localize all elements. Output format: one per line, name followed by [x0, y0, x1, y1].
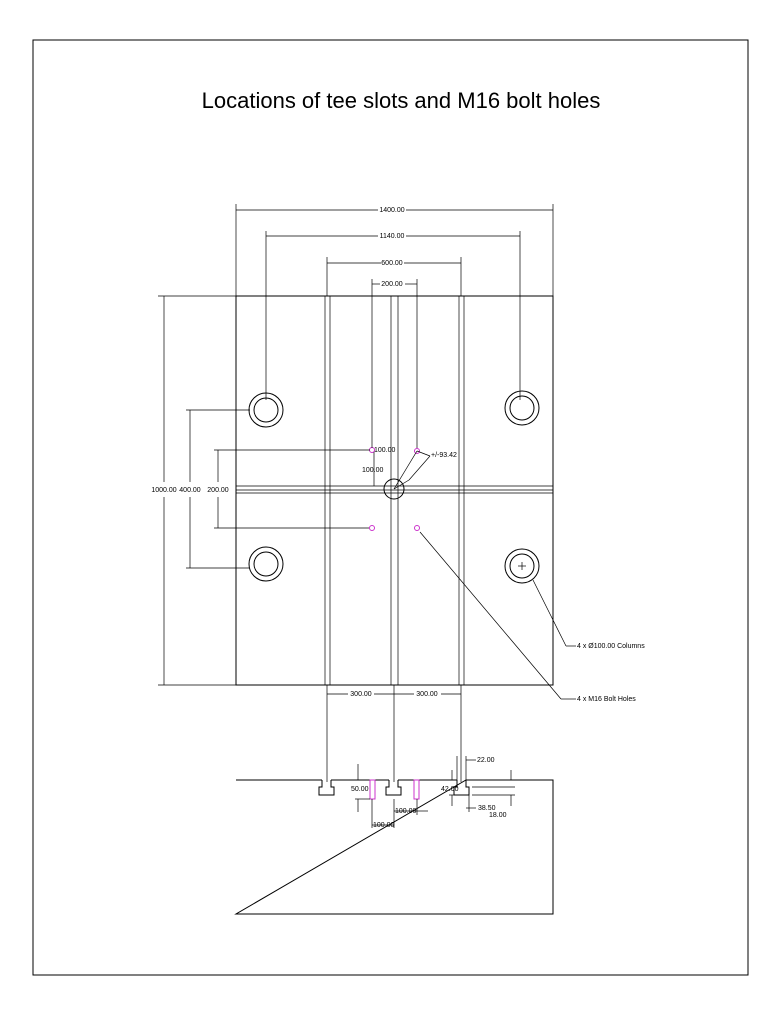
dim-bolt-offset: 100.00 100.00	[362, 447, 396, 486]
column-bottom-left	[248, 546, 284, 582]
dim-column-centers: 1140.00	[265, 231, 521, 400]
bolt-hole-top-right	[414, 448, 420, 454]
dim-slot-depth: 50.00	[351, 764, 370, 812]
bolt-hole-bottom-right	[414, 525, 420, 531]
svg-text:18.00: 18.00	[489, 812, 507, 819]
plate-section-view	[234, 779, 554, 915]
column-bottom-right	[504, 548, 540, 584]
svg-text:100.00: 100.00	[374, 447, 396, 454]
svg-text:38.50: 38.50	[478, 805, 496, 812]
bolt-hole-bottom-left	[369, 525, 375, 531]
dim-overall-height: 1000.00	[151, 295, 236, 686]
dim-slot-pitch: 300.00 300.00	[326, 685, 462, 782]
svg-text:200.00: 200.00	[207, 487, 229, 494]
svg-text:50.00: 50.00	[351, 786, 369, 793]
callout-bolt-holes: 4 x M16 Bolt Holes	[419, 531, 636, 703]
dim-hole-spacing: 100.00 100.00	[371, 799, 428, 829]
plate-top-view	[235, 295, 554, 686]
dim-column-y-spacing: 400.00	[179, 409, 250, 569]
dim-overall-width: 1400.00	[235, 204, 554, 296]
callout-columns: 4 x Ø100.00 Columns	[532, 579, 645, 650]
svg-text:1400.00: 1400.00	[379, 207, 404, 214]
dim-outer-slot-spacing: 600.00	[326, 257, 462, 296]
drawing-title: Locations of tee slots and M16 bolt hole…	[202, 88, 601, 113]
dim-bolt-x-spacing: 200.00	[371, 279, 418, 448]
dim-bolt-radius: +/-93.42	[393, 450, 457, 490]
svg-text:1140.00: 1140.00	[380, 233, 405, 240]
dim-slot-width: 22.00	[456, 756, 495, 780]
svg-text:400.00: 400.00	[179, 487, 201, 494]
dim-slot-head-width: 38.50 18.00	[466, 795, 507, 819]
svg-text:4 x M16 Bolt Holes: 4 x M16 Bolt Holes	[577, 696, 636, 703]
svg-text:+/-93.42: +/-93.42	[431, 452, 457, 459]
column-top-right	[504, 390, 540, 426]
dim-side-marks	[472, 770, 515, 806]
svg-text:300.00: 300.00	[416, 691, 438, 698]
svg-text:4 x Ø100.00 Columns: 4 x Ø100.00 Columns	[577, 643, 645, 650]
dim-slot-head: 42.00	[441, 770, 459, 806]
svg-text:200.00: 200.00	[381, 281, 403, 288]
svg-text:600.00: 600.00	[381, 260, 403, 267]
svg-text:22.00: 22.00	[477, 757, 495, 764]
bolt-hole-section-left	[369, 779, 376, 800]
svg-text:100.00: 100.00	[373, 822, 395, 829]
dim-bolt-y-spacing: 200.00	[207, 449, 370, 529]
svg-text:300.00: 300.00	[350, 691, 372, 698]
bolt-hole-section-right	[413, 779, 420, 800]
svg-text:42.00: 42.00	[441, 786, 459, 793]
svg-text:1000.00: 1000.00	[151, 487, 176, 494]
sheet-border	[32, 39, 749, 976]
svg-text:100.00: 100.00	[362, 467, 384, 474]
svg-text:100.00: 100.00	[395, 808, 417, 815]
